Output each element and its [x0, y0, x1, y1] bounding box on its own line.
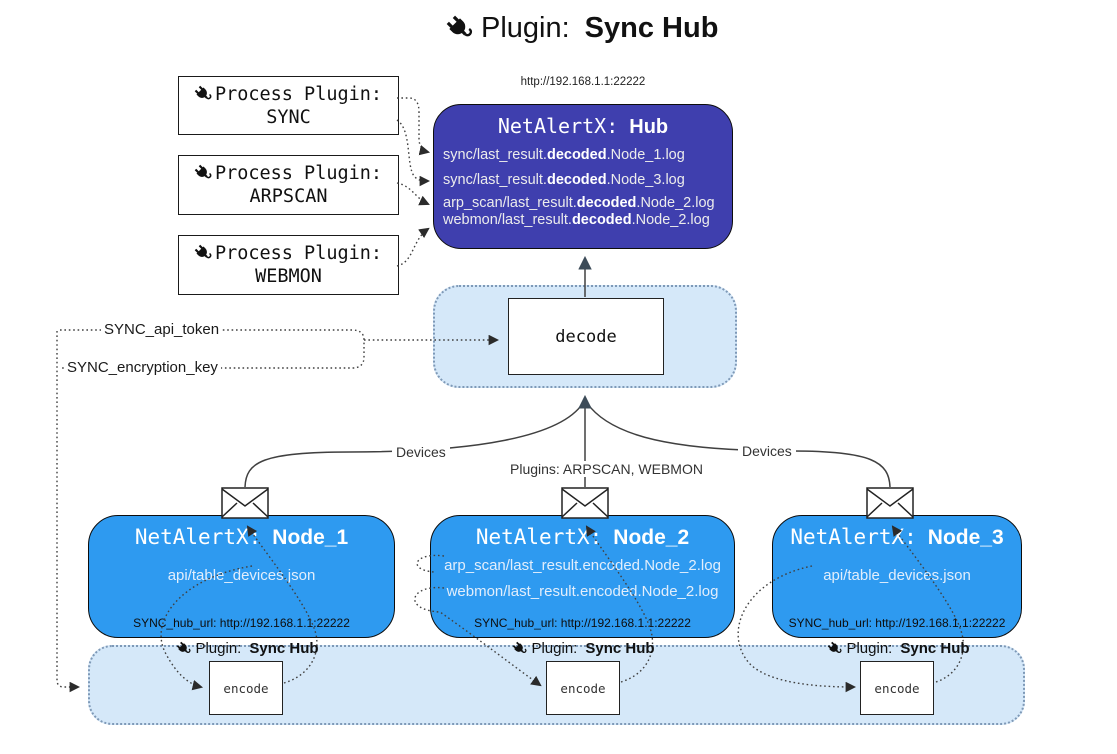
plug-icon	[174, 638, 195, 659]
plug-icon	[191, 241, 216, 266]
hub-log-line: arp_scan/last_result.decoded.Node_2.log	[443, 195, 715, 211]
process-plugin-label: Process Plugin:	[214, 243, 383, 264]
node-3-card: NetAlertX:Node_3 api/table_devices.json …	[772, 515, 1022, 638]
plug-icon	[441, 9, 479, 47]
decode-box: decode	[508, 298, 664, 375]
hub-title-name: Hub	[629, 116, 669, 138]
hub-log-line: sync/last_result.decoded.Node_3.log	[443, 172, 685, 188]
node-title-name: Node_1	[272, 526, 349, 549]
sync-encryption-key-label: SYNC_encryption_key	[64, 359, 221, 376]
envelope-icon	[561, 487, 609, 519]
encode-box-3: encode	[860, 661, 934, 715]
node-hub-url: SYNC_hub_url: http://192.168.1.1:22222	[474, 616, 691, 630]
hub-card: NetAlertX: Hub sync/last_result.decoded.N…	[433, 104, 733, 249]
hub-log-line: sync/last_result.decoded.Node_1.log	[443, 147, 685, 163]
encode-plugin-label-3: Plugin: Sync Hub	[819, 640, 979, 657]
hub-title-prefix: NetAlertX:	[497, 114, 619, 138]
plug-icon	[191, 161, 216, 186]
plug-icon	[191, 81, 216, 106]
node-file: webmon/last_result.encoded.Node_2.log	[446, 583, 719, 600]
sync-api-token-label: SYNC_api_token	[101, 321, 223, 338]
title-name: Sync Hub	[584, 12, 719, 44]
node-file: api/table_devices.json	[167, 567, 316, 584]
process-plugin-name: WEBMON	[255, 266, 322, 287]
node-title-prefix: NetAlertX:	[475, 525, 603, 549]
node-hub-url: SYNC_hub_url: http://192.168.1.1:22222	[788, 616, 1006, 630]
page-title: Plugin: Sync Hub	[446, 12, 719, 45]
encode-plugin-label-1: Plugin: Sync Hub	[168, 640, 328, 657]
node-title-prefix: NetAlertX:	[790, 525, 917, 549]
hub-log-line: webmon/last_result.decoded.Node_2.log	[443, 212, 710, 228]
node-1-card: NetAlertX:Node_1 api/table_devices.json …	[88, 515, 395, 638]
node-title-name: Node_3	[927, 526, 1004, 549]
encode-plugin-name: Sync Hub	[900, 640, 970, 657]
encode-box-1: encode	[209, 661, 283, 715]
process-plugin-webmon: Process Plugin: WEBMON	[178, 235, 399, 295]
node-2-card: NetAlertX: Node_2 arp_scan/last_result.en…	[430, 515, 735, 638]
node-file: api/table_devices.json	[823, 567, 971, 584]
node-file: arp_scan/last_result.encoded.Node_2.log	[444, 557, 721, 574]
encode-plugin-name: Sync Hub	[585, 640, 655, 657]
edge-label-devices-left: Devices	[392, 444, 450, 460]
edge-label-plugins: Plugins: ARPSCAN, WEBMON	[506, 461, 707, 477]
encode-plugin-prefix: Plugin:	[195, 640, 242, 657]
process-plugin-name: SYNC	[266, 106, 311, 128]
encode-plugin-prefix: Plugin:	[846, 640, 893, 657]
edge-label-devices-right: Devices	[738, 443, 796, 459]
node-title-name: Node_2	[613, 526, 690, 549]
encode-plugin-name: Sync Hub	[249, 640, 319, 657]
plug-icon	[825, 638, 846, 659]
encode-box-2: encode	[546, 661, 620, 715]
process-plugin-arpscan: Process Plugin: ARPSCAN	[178, 155, 399, 215]
process-plugin-label: Process Plugin:	[214, 83, 383, 105]
title-prefix: Plugin:	[481, 12, 570, 44]
envelope-icon	[866, 487, 914, 519]
envelope-icon	[221, 487, 269, 519]
plug-icon	[510, 638, 531, 659]
encode-plugin-label-2: Plugin: Sync Hub	[504, 640, 664, 657]
process-plugin-name: ARPSCAN	[249, 186, 328, 207]
process-plugin-label: Process Plugin:	[214, 163, 383, 184]
encode-plugin-prefix: Plugin:	[531, 640, 578, 657]
process-to-hub-edges	[396, 97, 431, 267]
node-title-prefix: NetAlertX:	[134, 525, 262, 549]
process-plugin-sync: Process Plugin: SYNC	[178, 76, 399, 135]
node-hub-url: SYNC_hub_url: http://192.168.1.1:22222	[133, 616, 350, 630]
hub-url-label: http://192.168.1.1:22222	[520, 76, 646, 88]
